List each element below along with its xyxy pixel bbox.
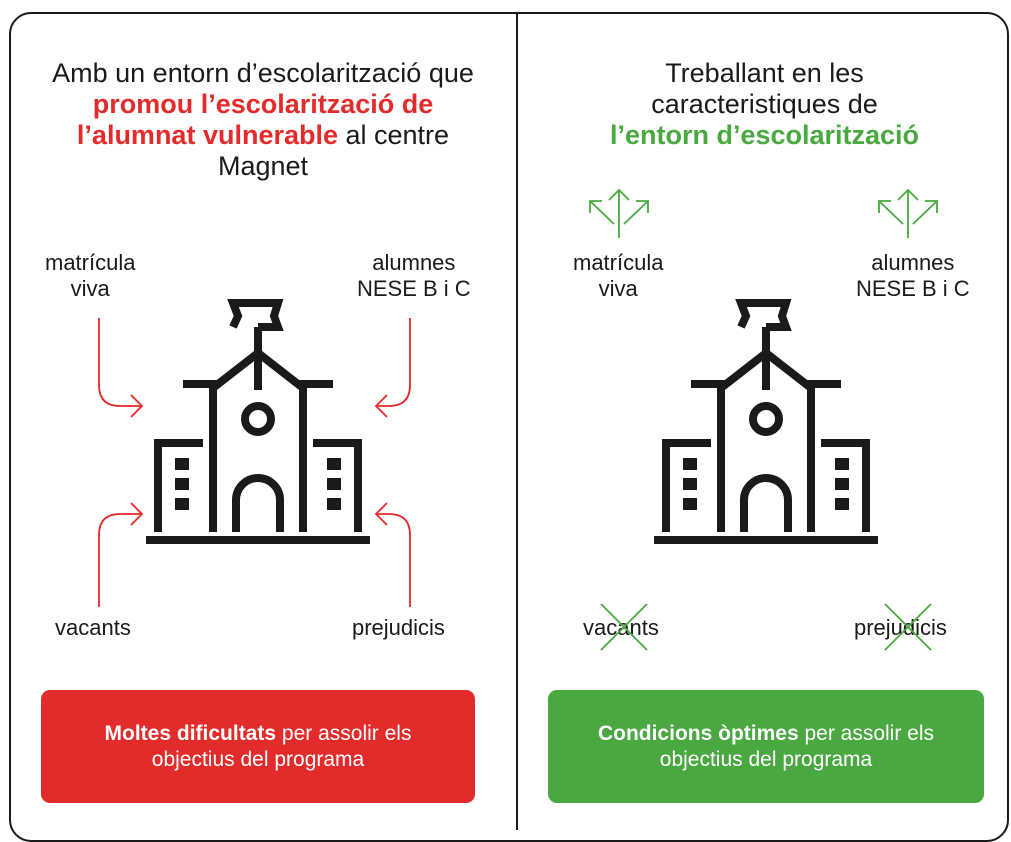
arrow-out-icon — [878, 188, 938, 238]
label-matricula-viva: matrícula viva — [45, 250, 135, 302]
left-title-text: Amb un entorn d’escolarització que — [52, 58, 474, 88]
label-line: alumnes — [372, 250, 456, 275]
arrow-out-icon — [589, 188, 649, 238]
arrow-in-icon — [374, 318, 411, 418]
cross-out-icon — [600, 603, 648, 651]
arrow-in-icon — [98, 502, 144, 607]
right-title-highlight: l’entorn d’escolarització — [609, 120, 920, 150]
arrow-in-icon — [98, 318, 144, 418]
label-line: viva — [598, 276, 638, 301]
left-result-banner: Moltes dificultats per assolir els objec… — [41, 690, 475, 803]
label-line: viva — [70, 276, 110, 301]
right-panel: Treballant en les caracteristiques de l’… — [518, 0, 1011, 830]
right-title-text: Treballant en les caracteristiques de — [651, 58, 878, 119]
label-alumnes-nese: alumnes NESE B i C — [856, 250, 970, 302]
label-line: matrícula — [45, 250, 136, 275]
school-building-icon — [654, 299, 878, 544]
left-title-highlight: promou l’escolarització de l’alumnat vul… — [76, 89, 434, 150]
left-panel: Amb un entorn d’escolarització que promo… — [30, 58, 496, 803]
panel-divider — [516, 12, 518, 830]
label-line: matrícula — [573, 250, 664, 275]
right-result-banner: Condicions òptimes per assolir els objec… — [548, 690, 984, 803]
left-banner-rest: per assolir els objectius del programa — [151, 721, 412, 771]
left-title-end: al centre Magnet — [217, 120, 450, 181]
label-line: NESE B i C — [357, 276, 471, 301]
right-banner-text: Condicions òptimes per assolir els objec… — [596, 721, 936, 773]
right-title: Treballant en les caracteristiques de l’… — [518, 58, 1011, 151]
label-line: alumnes — [871, 250, 955, 275]
left-graphics — [98, 299, 411, 607]
label-matricula-viva: matrícula viva — [573, 250, 663, 302]
right-banner-bold: Condicions òptimes — [597, 721, 799, 745]
left-banner-text: Moltes dificultats per assolir els objec… — [93, 721, 423, 773]
left-title: Amb un entorn d’escolarització que promo… — [30, 58, 496, 182]
arrow-in-icon — [374, 502, 411, 607]
cross-out-icon — [884, 603, 932, 651]
label-prejudicis: prejudicis — [352, 615, 445, 640]
label-vacants: vacants — [55, 615, 131, 640]
label-alumnes-nese: alumnes NESE B i C — [357, 250, 471, 302]
label-vacants: vacants — [583, 615, 659, 640]
school-building-icon — [146, 299, 370, 544]
right-banner-rest: per assolir els objectius del programa — [659, 721, 935, 771]
label-line: NESE B i C — [856, 276, 970, 301]
right-graphics — [589, 188, 938, 651]
left-banner-bold: Moltes dificultats — [104, 721, 277, 745]
